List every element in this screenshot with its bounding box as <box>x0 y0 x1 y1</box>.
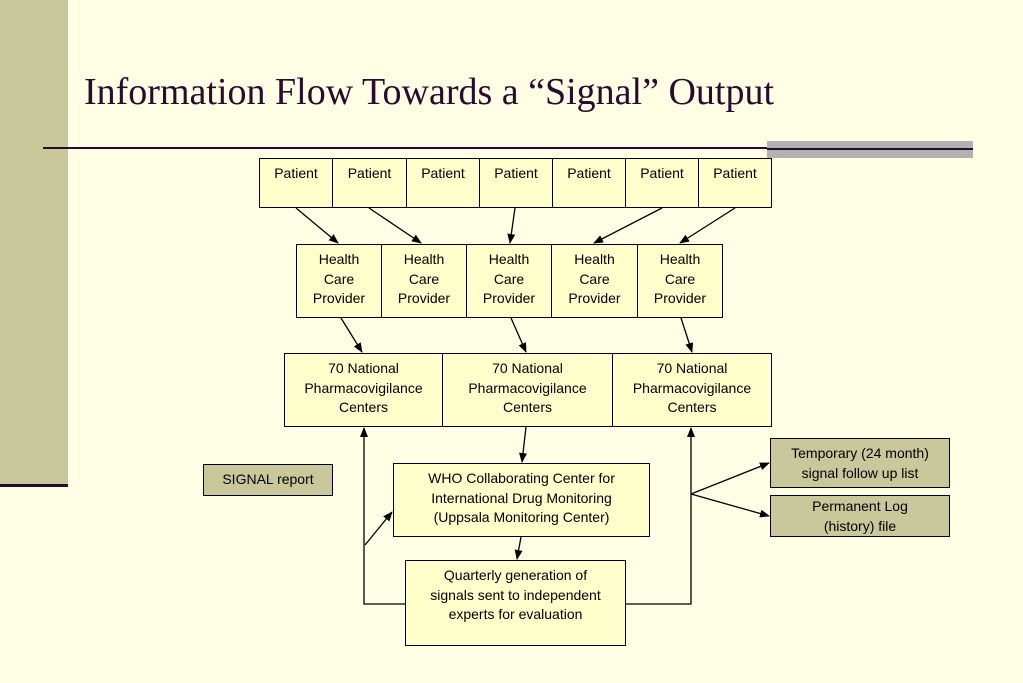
arrow-who-to-quarterly <box>514 536 523 560</box>
title-rule <box>43 147 973 149</box>
slide-title: Information Flow Towards a “Signal” Outp… <box>84 71 775 113</box>
arrow-provider3-to-center2 <box>510 317 527 353</box>
arrow-provider1-to-center1 <box>340 317 363 353</box>
arrow-patient2-to-provider2 <box>368 207 422 244</box>
arrow-patient7-to-provider5 <box>679 207 736 244</box>
patient-box-6: Patient <box>625 158 699 208</box>
arrow-provider5-to-center3 <box>680 317 694 353</box>
arrow-patient6-to-provider4 <box>593 207 663 244</box>
arrow-left-line-to-who <box>364 511 393 546</box>
patient-box-7: Patient <box>698 158 772 208</box>
patient-box-1: Patient <box>259 158 333 208</box>
permanent-log-box: Permanent Log(history) file <box>770 495 950 537</box>
temporary-list-box: Temporary (24 month)signal follow up lis… <box>770 438 950 488</box>
sidebar-accent <box>0 0 68 486</box>
arrow-center2-to-who <box>519 426 527 463</box>
signal-report-box: SIGNAL report <box>203 464 333 496</box>
arrow-patient1-to-provider1 <box>295 207 339 244</box>
title-rule-accent-line <box>767 148 973 150</box>
arrow-patient4-to-provider3 <box>507 207 516 244</box>
arrow-to-temporary-list <box>690 462 770 495</box>
patient-box-5: Patient <box>552 158 626 208</box>
patient-box-3: Patient <box>406 158 480 208</box>
patient-box-2: Patient <box>332 158 407 208</box>
arrow-to-permanent-log <box>690 493 770 518</box>
sidebar-divider <box>0 484 68 487</box>
patient-box-4: Patient <box>479 158 553 208</box>
